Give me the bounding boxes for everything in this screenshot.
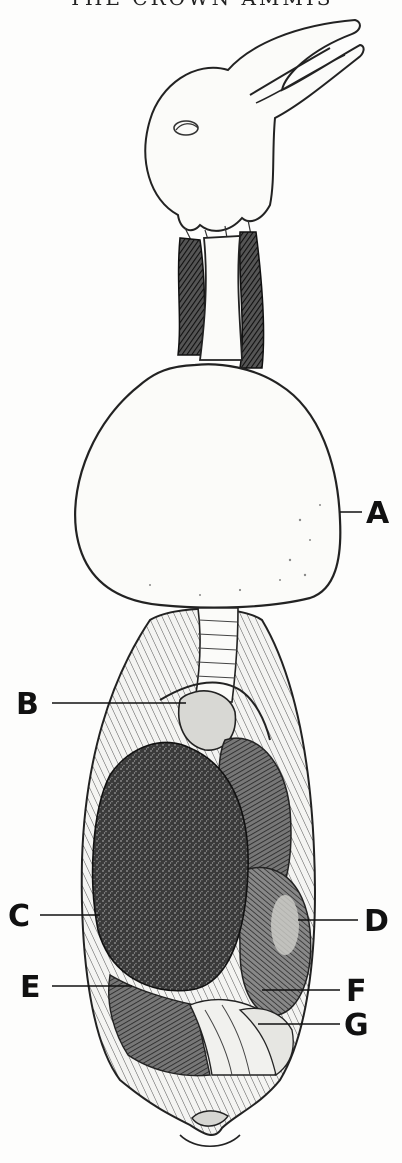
bird-neck: [178, 232, 264, 368]
label-a: A: [366, 496, 390, 531]
label-b: B: [16, 687, 39, 722]
liver: [93, 742, 248, 990]
label-c: C: [8, 899, 30, 934]
crop: [75, 364, 340, 607]
label-e: E: [20, 970, 41, 1005]
bird-head: [145, 20, 363, 246]
label-g: G: [344, 1008, 369, 1043]
label-d: D: [364, 904, 389, 939]
label-f: F: [346, 974, 367, 1009]
